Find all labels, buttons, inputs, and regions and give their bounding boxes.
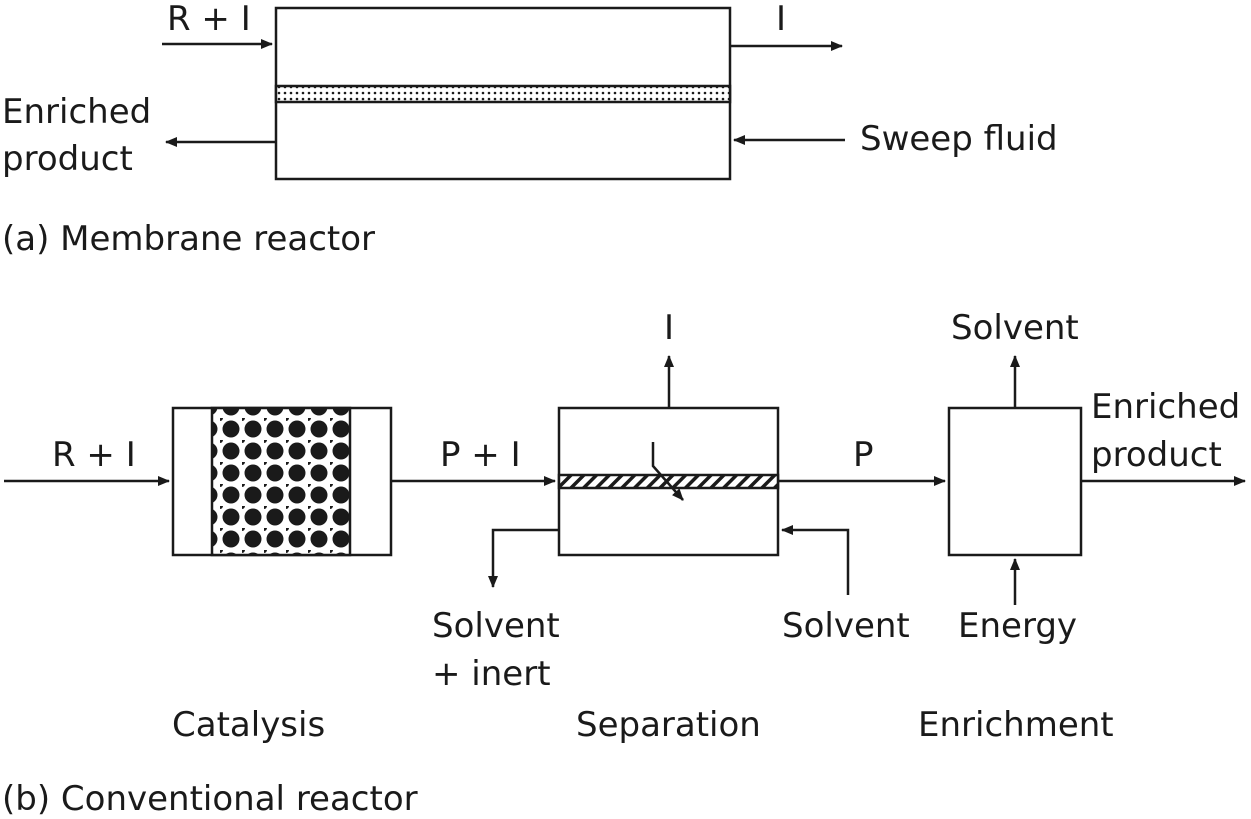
product-label-b-line2: product <box>1091 435 1222 475</box>
solvent-in-label: Solvent <box>782 606 910 646</box>
separation-membrane <box>557 473 780 490</box>
stage-enrichment-label: Enrichment <box>918 705 1114 745</box>
membrane-reactor-panel: R + I I Enriched product Sweep fluid (a)… <box>2 0 1058 259</box>
inert-out-label: I <box>664 308 674 348</box>
solvent-inert-label-line1: Solvent <box>432 606 560 646</box>
feed-label-a: R + I <box>167 0 251 39</box>
product-label-b-line1: Enriched <box>1091 387 1240 427</box>
pi-label: P + I <box>440 435 521 475</box>
product-label-a-line2: product <box>2 139 133 179</box>
feed-label-b: R + I <box>52 435 136 475</box>
solvent-top-label: Solvent <box>951 308 1079 348</box>
solvent-inert-arrow <box>488 528 559 588</box>
sweep-fluid-label: Sweep fluid <box>860 119 1058 159</box>
solvent-inert-label-line2: + inert <box>432 654 551 694</box>
energy-label: Energy <box>958 606 1077 646</box>
solvent-in-arrow <box>781 525 850 595</box>
conventional-reactor-panel: R + I P + I P I Solvent Enriched product… <box>2 308 1246 819</box>
caption-a: (a) Membrane reactor <box>2 219 375 259</box>
enrichment-vessel <box>947 406 1083 557</box>
stage-separation-label: Separation <box>576 705 761 745</box>
caption-b: (b) Conventional reactor <box>2 779 418 819</box>
outlet-label-a: I <box>776 0 786 39</box>
membrane-layer <box>274 84 732 104</box>
p-label: P <box>853 435 874 475</box>
catalyst-bed <box>210 406 352 557</box>
product-label-a-line1: Enriched <box>2 92 151 132</box>
stage-catalysis-label: Catalysis <box>172 705 325 745</box>
permeation-arrow <box>651 442 684 501</box>
